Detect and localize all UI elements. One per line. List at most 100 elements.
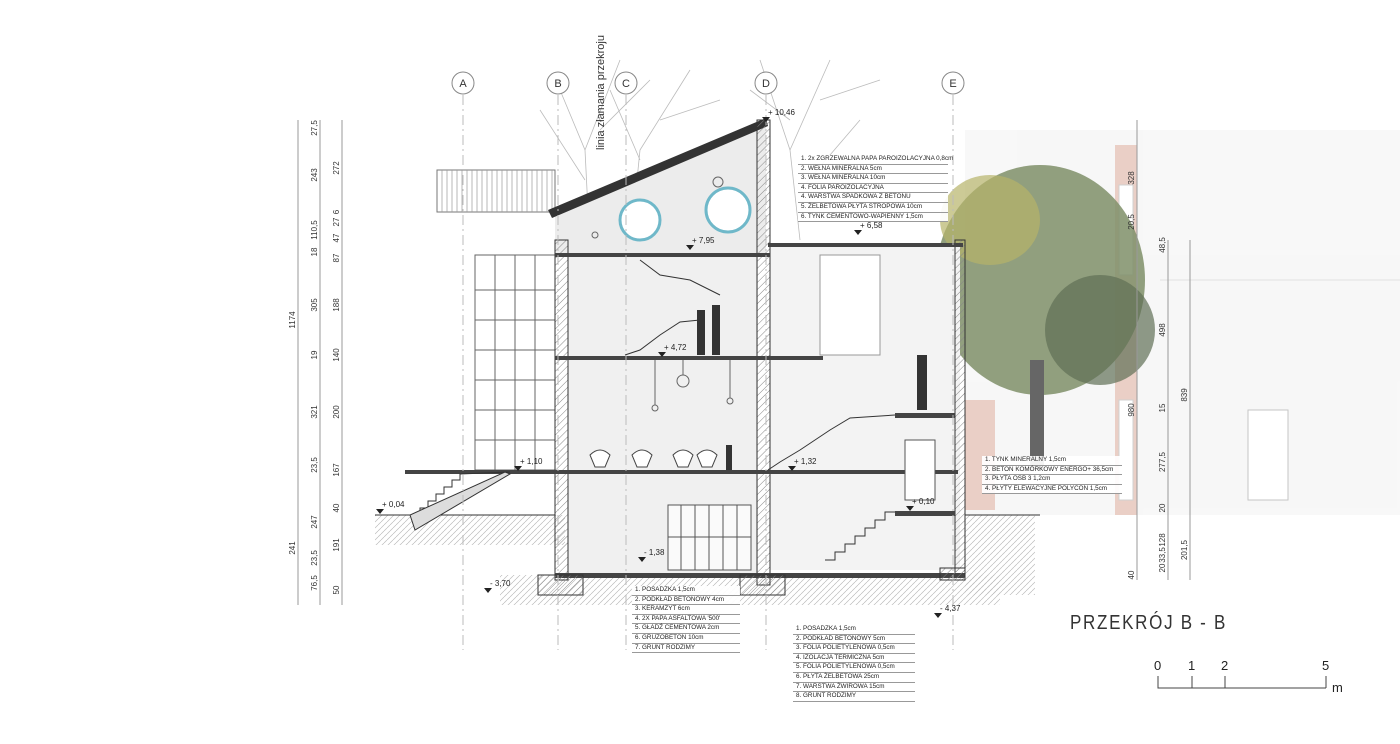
dimension-label: 48,5	[1158, 237, 1167, 253]
grid-axis-label: A	[459, 78, 467, 90]
level-marker-icon	[934, 613, 942, 618]
spec-layer-item: 6. PŁYTA ŻELBETOWA 25cm	[793, 673, 915, 683]
level-label: - 3,70	[490, 579, 511, 588]
pendant-lamps	[591, 176, 734, 412]
grid-axis-bubble	[614, 71, 638, 95]
spec-layer-item: 7. WARSTWA ŻWIROWA 15cm	[793, 683, 915, 693]
spec-layer-item: 4. WARSTWA SPADKOWA Z BETONU	[798, 193, 948, 203]
grid-axis-label: E	[949, 78, 956, 90]
spec-layer-item: 5. GŁADŹ CEMENTOWA 2cm	[632, 624, 740, 634]
dimension-label: 305	[310, 298, 319, 312]
spec-layer-item: 3. KERAMZYT 6cm	[632, 605, 740, 615]
dimension-label: 328	[1127, 171, 1136, 185]
dimension-label: 6	[332, 209, 341, 214]
level-label: + 1,10	[520, 457, 543, 466]
dimension-label: 40	[332, 503, 341, 512]
wall-b	[554, 239, 569, 581]
spec-layer-item: 4. 2X PAPA ASFALTOWA '500'	[632, 615, 740, 625]
spec-layer-item: 2. WEŁNA MINERALNA 5cm	[798, 165, 948, 175]
dimension-label: 980	[1127, 403, 1136, 417]
spec-layer-item: 5. ŻELBETOWA PŁYTA STROPOWA 10cm	[798, 203, 948, 213]
dimension-label: 15	[1158, 403, 1167, 412]
foundations	[537, 567, 966, 596]
grid-axis-label: C	[622, 78, 630, 90]
dimension-label: 110,5	[310, 220, 319, 240]
spec-layer-item: 1. POSADZKA 1,5cm	[793, 625, 915, 635]
stairs	[409, 259, 896, 561]
canopy	[436, 169, 556, 213]
spec-layer-item: 5. FOLIA POLIETYLENOWA 0,5cm	[793, 663, 915, 673]
wall-e	[954, 239, 966, 576]
dimension-label: 191	[332, 538, 341, 552]
level-label: - 1,38	[644, 548, 665, 557]
level-label: - 4,37	[940, 604, 961, 613]
level-marker-icon	[514, 466, 522, 471]
spec-layer-item: 2. PODKŁAD BETONOWY 4cm	[632, 596, 740, 606]
spec-layer-item: 1. POSADZKA 1,5cm	[632, 586, 740, 596]
drawing-title: PRZEKRÓJ B - B	[1070, 612, 1227, 634]
level-label: + 0,04	[382, 500, 405, 509]
dimension-label: 243	[310, 168, 319, 182]
spec-layer-item: 2. BETON KOMÓRKOWY ENERGO+ 36,5cm	[982, 466, 1122, 476]
spec-layer-item: 3. WEŁNA MINERALNA 10cm	[798, 174, 948, 184]
level-marker-icon	[762, 117, 770, 122]
dimension-label: 23,5	[310, 457, 319, 473]
dimension-label: 188	[332, 298, 341, 312]
level-label: + 6,58	[860, 221, 883, 230]
dimension-label: 19	[310, 350, 319, 359]
wall-d	[756, 119, 771, 586]
dimension-label: 23,5	[310, 550, 319, 566]
dimension-label: 167	[332, 463, 341, 477]
chairs	[589, 449, 718, 468]
opening	[819, 254, 881, 356]
level-marker-icon	[686, 245, 694, 250]
spec-layer-item: 8. GRUNT RODZIMY	[793, 692, 915, 702]
spec-layer-item: 3. PŁYTA OSB 3 1,2cm	[982, 475, 1122, 485]
scale-tick-5: 5	[1322, 658, 1329, 673]
grid-axis-label: B	[554, 78, 561, 90]
level-marker-icon	[906, 506, 914, 511]
spec-layer-item: 4. IZOLACJA TERMICZNA 5cm	[793, 654, 915, 664]
dimension-label: 20	[1158, 503, 1167, 512]
dimension-label: 241	[288, 541, 297, 555]
grid-axis-bubble	[451, 71, 475, 95]
dimension-label: 1174	[288, 311, 297, 329]
spec-layer-item: 3. FOLIA POLIETYLENOWA 0,5cm	[793, 644, 915, 654]
door	[904, 439, 936, 501]
dimension-label: 40	[1127, 570, 1136, 579]
dimension-label: 76,5	[310, 575, 319, 591]
roof-slab	[548, 118, 768, 218]
dimension-label: 27	[332, 217, 341, 226]
spec-layer-item: 6. GRUZOBETON 10cm	[632, 634, 740, 644]
spec-layer-item: 4. FOLIA PAROIZOLACYJNA	[798, 184, 948, 194]
dimension-label: 33,5	[1158, 547, 1167, 563]
spec-layer-item: 4. PŁYTY ELEWACYJNE POLYCON 1,5cm	[982, 485, 1122, 495]
basement-window	[667, 504, 752, 571]
scale-tick-0: 0	[1154, 658, 1161, 673]
dimension-label: 498	[1158, 323, 1167, 337]
scale-tick-1: 1	[1188, 658, 1195, 673]
grid-axis-bubble	[754, 71, 778, 95]
level-label: + 0,10	[912, 497, 935, 506]
dimension-label: 247	[310, 515, 319, 529]
tree	[935, 165, 1155, 470]
dimension-label: 47	[332, 233, 341, 242]
dimension-label: 272	[332, 161, 341, 175]
dimension-label: 27,5	[310, 120, 319, 136]
spec-layer-item: 7. GRUNT RODZIMY	[632, 644, 740, 654]
level-label: + 1,32	[794, 457, 817, 466]
dimension-label: 20	[1158, 563, 1167, 572]
level-label: + 7,95	[692, 236, 715, 245]
dimension-label: 200	[332, 405, 341, 419]
level-label: + 4,72	[664, 343, 687, 352]
level-marker-icon	[788, 466, 796, 471]
level-marker-icon	[484, 588, 492, 593]
dimension-label: 128	[1158, 533, 1167, 547]
dimension-label: 50	[332, 585, 341, 594]
grid-axis-bubble	[546, 71, 570, 95]
glass-facade	[474, 254, 556, 471]
spec-layer-item: 1. 2x ZGRZEWALNA PAPA PAROIZOLACYJNA 0,8…	[798, 155, 953, 165]
